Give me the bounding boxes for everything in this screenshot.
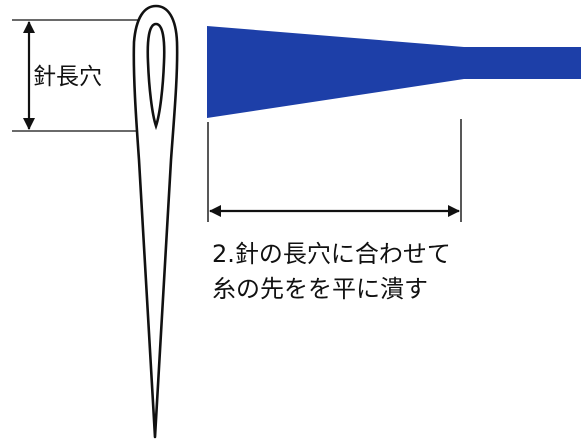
sewing-needle-icon — [132, 4, 179, 439]
instruction-text-line-2: 糸の先をを平に潰す — [212, 275, 428, 303]
needle-outline — [132, 4, 179, 439]
needle-eye — [146, 22, 166, 131]
match-length-dimension — [207, 119, 462, 222]
eye-length-label: 針長穴 — [31, 62, 104, 92]
instruction-text-line-1: 2.針の長穴に合わせて — [212, 240, 451, 268]
flattened-thread-shape — [207, 26, 581, 118]
eye-length-dimension — [12, 19, 144, 132]
